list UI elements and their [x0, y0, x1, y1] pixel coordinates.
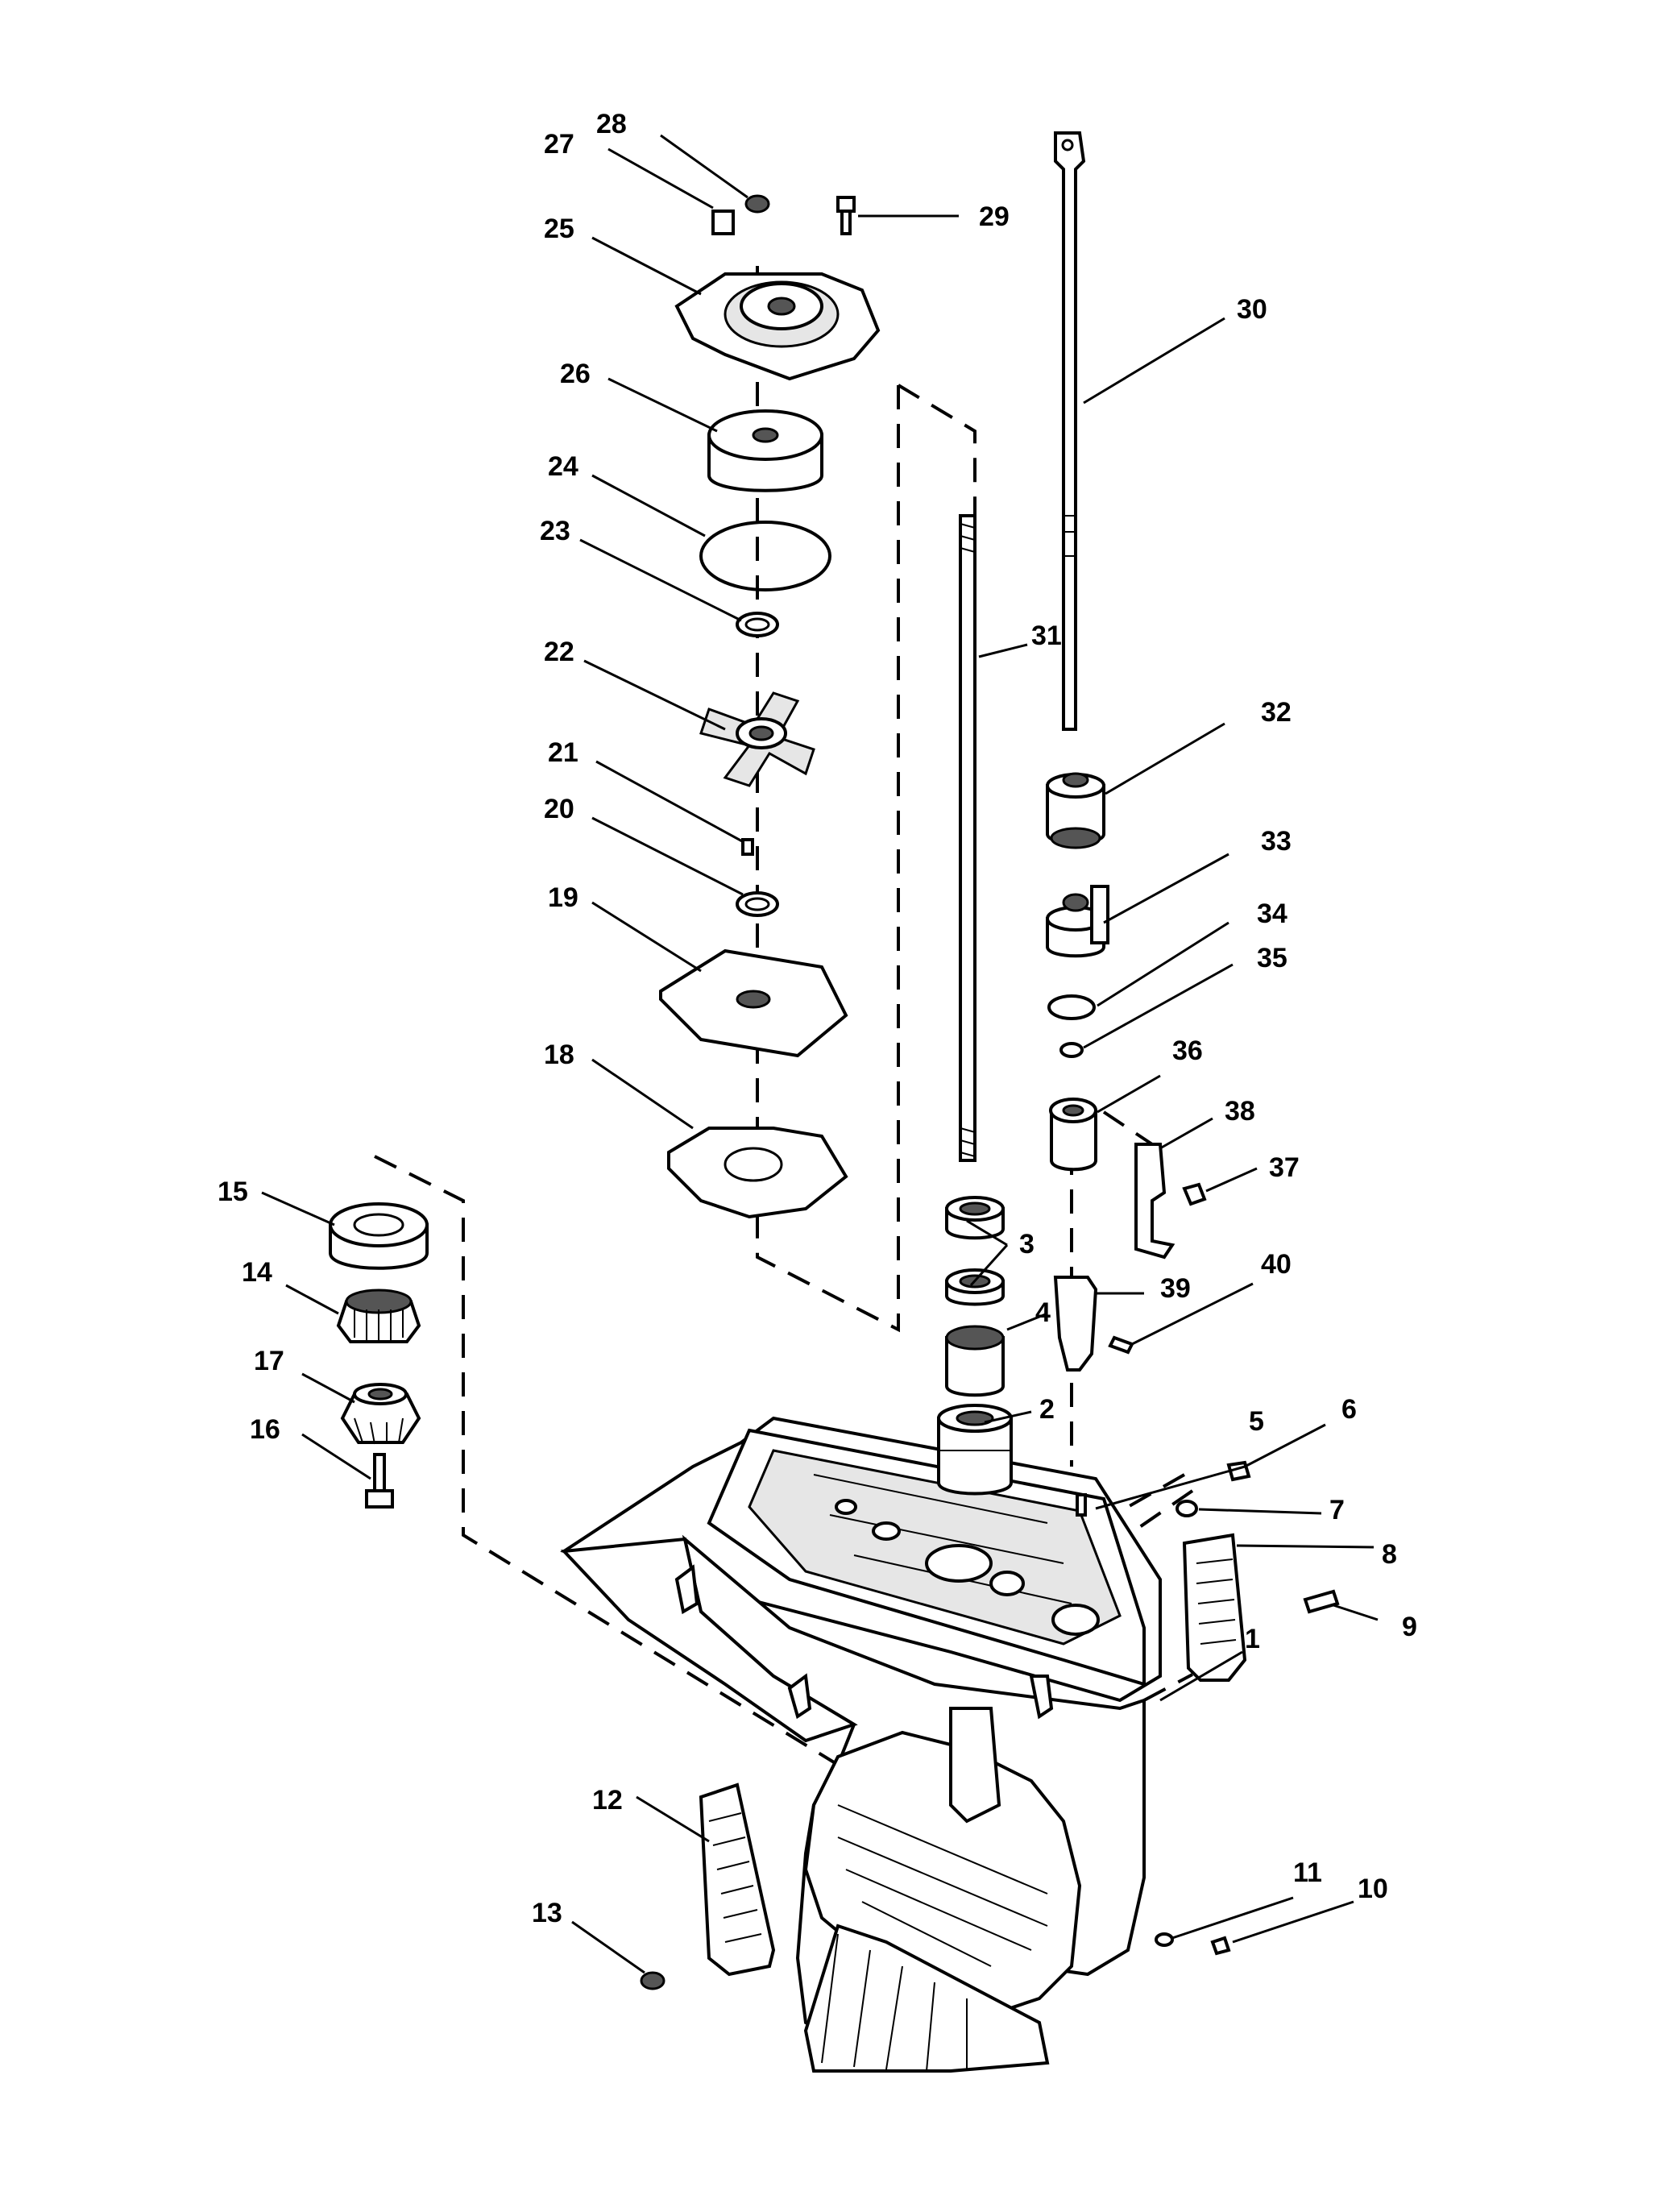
- part-2-bearing-cup: [937, 1417, 1013, 1496]
- part-23-washer: [736, 612, 779, 637]
- callout-29: 29: [979, 201, 1010, 232]
- callout-32: 32: [1261, 697, 1292, 728]
- callout-12: 12: [592, 1785, 623, 1816]
- part-37-screw: [1182, 1182, 1207, 1206]
- callout-16: 16: [250, 1414, 280, 1445]
- callout-24: 24: [548, 451, 578, 482]
- callout-13: 13: [532, 1898, 562, 1928]
- part-13-nut: [640, 1971, 665, 1990]
- part-4-bearing: [945, 1336, 1005, 1397]
- part-34-o-ring: [1047, 994, 1096, 1020]
- part-27-screw: [711, 210, 735, 235]
- part-39-shift-crank: [1053, 1276, 1098, 1372]
- callout-15: 15: [218, 1177, 248, 1207]
- driveshaft-assembly: [937, 514, 1013, 1496]
- part-20-washer: [736, 891, 779, 917]
- callout-labels: 1 2 3 4 5 6 7 8 9 10 11 12 13 14 15 16 1…: [218, 109, 1417, 1928]
- part-21-key: [741, 838, 754, 856]
- callout-5: 5: [1249, 1406, 1264, 1437]
- part-28-nut: [744, 194, 770, 214]
- callout-20: 20: [544, 794, 574, 824]
- callout-19: 19: [548, 882, 578, 913]
- part-38-retainer: [1134, 1143, 1176, 1260]
- part-9-screw: [1303, 1589, 1340, 1614]
- callout-3: 3: [1019, 1229, 1035, 1260]
- part-35-o-ring: [1059, 1042, 1084, 1058]
- part-5-dowel-pin: [1076, 1493, 1087, 1517]
- callout-8: 8: [1382, 1539, 1397, 1570]
- callout-21: 21: [548, 737, 578, 768]
- callout-4: 4: [1035, 1297, 1051, 1328]
- callout-38: 38: [1225, 1096, 1255, 1127]
- callout-28: 28: [596, 109, 627, 139]
- part-11-washer: [1155, 1932, 1174, 1947]
- callout-7: 7: [1329, 1495, 1345, 1525]
- part-18-gasket: [667, 1127, 848, 1219]
- callout-22: 22: [544, 637, 574, 667]
- callout-37: 37: [1269, 1152, 1300, 1183]
- callout-40: 40: [1261, 1249, 1292, 1280]
- callout-36: 36: [1172, 1035, 1203, 1066]
- callout-30: 30: [1237, 294, 1267, 325]
- part-36-shift-cam: [1050, 1110, 1097, 1172]
- side-hardware: [640, 1460, 1340, 1990]
- part-30-shift-shaft: [1054, 131, 1086, 731]
- part-8-grille: [1182, 1533, 1247, 1682]
- callout-23: 23: [540, 516, 570, 546]
- callout-18: 18: [544, 1040, 574, 1070]
- callout-10: 10: [1358, 1874, 1388, 1904]
- callout-9: 9: [1402, 1612, 1417, 1642]
- callout-11: 11: [1293, 1857, 1322, 1888]
- callout-33: 33: [1261, 826, 1292, 857]
- callout-17: 17: [254, 1346, 284, 1376]
- part-10-screw: [1210, 1936, 1231, 1956]
- leader-lines: [261, 134, 1379, 1974]
- part-12-grille: [699, 1782, 776, 1977]
- part-31-driveshaft: [959, 514, 976, 1162]
- part-24-o-ring: [699, 521, 831, 591]
- callout-26: 26: [560, 359, 591, 389]
- pinion-gear-stack: [329, 1202, 429, 1509]
- callout-27: 27: [544, 129, 574, 160]
- shift-linkage-assembly: [1046, 131, 1207, 1372]
- callout-35: 35: [1257, 943, 1287, 973]
- callout-34: 34: [1257, 898, 1287, 929]
- callout-25: 25: [544, 214, 574, 244]
- callout-2: 2: [1039, 1394, 1055, 1425]
- gearcase-housing: [560, 1416, 1162, 2073]
- part-7-washer: [1176, 1500, 1198, 1517]
- water-pump-assembly: [659, 194, 881, 1219]
- callout-31: 31: [1031, 620, 1062, 651]
- callout-39: 39: [1160, 1273, 1191, 1304]
- part-29-screw: [836, 196, 856, 235]
- callout-6: 6: [1341, 1394, 1357, 1425]
- callout-1: 1: [1245, 1624, 1260, 1654]
- callout-14: 14: [242, 1257, 272, 1288]
- part-16-screw: [373, 1453, 386, 1492]
- part-40-pin: [1108, 1335, 1134, 1355]
